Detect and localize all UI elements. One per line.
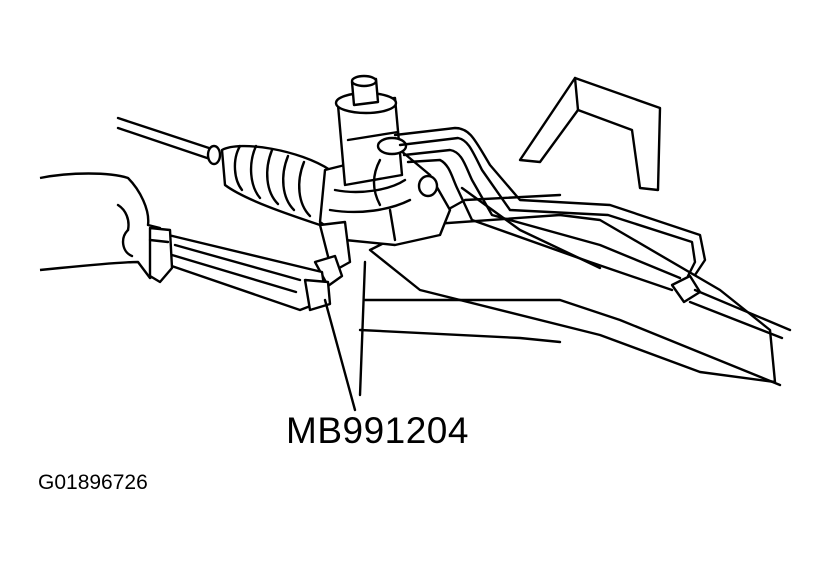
hand <box>39 172 174 284</box>
special-tool <box>158 220 352 312</box>
tool-callout-label: MB991204 <box>286 410 469 451</box>
hydraulic-lines <box>372 126 792 340</box>
callout-leader-line <box>323 298 357 412</box>
crossmember <box>358 76 782 397</box>
rack-boot <box>220 144 332 227</box>
tie-rod <box>116 116 222 166</box>
figure-id: G01896726 <box>38 471 148 494</box>
valve-body <box>334 74 408 187</box>
